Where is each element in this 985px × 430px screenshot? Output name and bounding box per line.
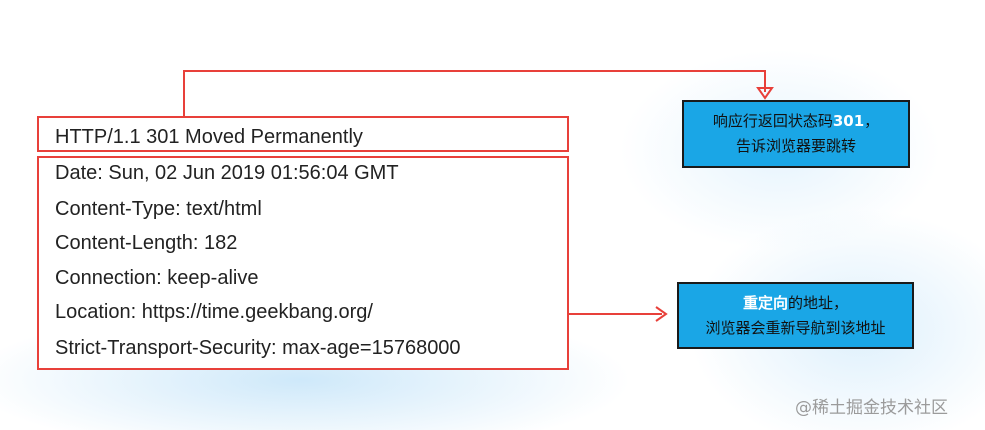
location-note: 重定向的地址， 浏览器会重新导航到该地址 xyxy=(677,282,914,349)
status-arrow-head xyxy=(756,87,774,100)
status-code-note: 响应行返回状态码301， 告诉浏览器要跳转 xyxy=(682,100,910,168)
status-code-highlight: 301 xyxy=(832,112,865,130)
header-date: Date: Sun, 02 Jun 2019 01:56:04 GMT xyxy=(55,162,399,184)
redirect-highlight: 重定向 xyxy=(742,293,788,312)
status-note-line2: 告诉浏览器要跳转 xyxy=(735,137,856,155)
status-arrow xyxy=(183,70,766,116)
status-note-line1: 响应行返回状态码301， xyxy=(712,112,880,130)
header-content-length: Content-Length: 182 xyxy=(55,232,238,254)
location-note-line1: 重定向的地址， xyxy=(742,293,849,312)
header-location: Location: https://time.geekbang.org/ xyxy=(55,301,373,323)
headers-box xyxy=(37,156,569,370)
watermark: @稀土掘金技术社区 xyxy=(795,398,948,418)
status-line: HTTP/1.1 301 Moved Permanently xyxy=(55,126,363,148)
header-connection: Connection: keep-alive xyxy=(55,267,259,289)
location-note-line2: 浏览器会重新导航到该地址 xyxy=(705,318,886,337)
location-arrow-head xyxy=(655,306,668,322)
header-content-type: Content-Type: text/html xyxy=(55,198,262,220)
status-line-box xyxy=(37,116,569,152)
header-strict-transport-security: Strict-Transport-Security: max-age=15768… xyxy=(55,337,461,359)
